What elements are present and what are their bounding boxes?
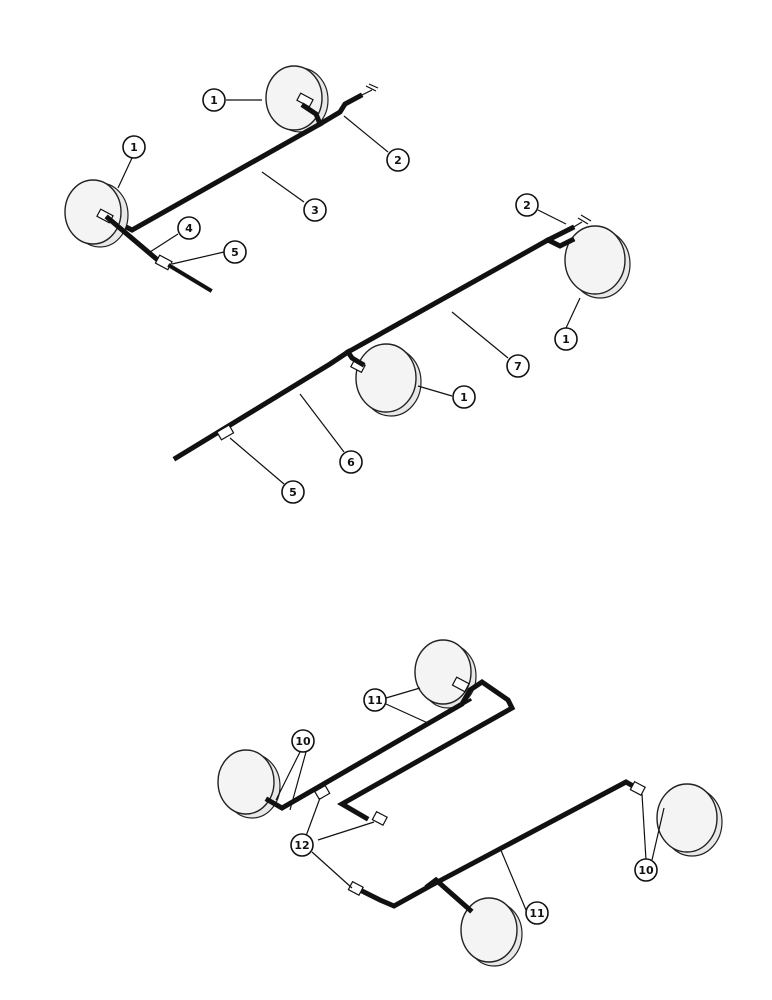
harness-11-upper-b xyxy=(279,697,473,811)
svg-text:1: 1 xyxy=(130,141,138,154)
callout-a1: 1 xyxy=(202,88,262,112)
svg-text:4: 4 xyxy=(185,222,193,235)
lamp-b-right xyxy=(564,225,631,299)
callout-c12: 12 xyxy=(290,797,375,889)
lamp-c-bottom xyxy=(460,897,523,967)
svg-text:10: 10 xyxy=(638,864,654,877)
svg-text:12: 12 xyxy=(294,839,309,852)
harness-7 xyxy=(344,236,576,356)
connector-12-a xyxy=(313,784,331,801)
connector-5-b xyxy=(216,424,235,441)
svg-text:2: 2 xyxy=(523,199,531,212)
lamp-b-center xyxy=(350,343,422,417)
svg-text:6: 6 xyxy=(347,456,355,469)
svg-text:5: 5 xyxy=(289,486,297,499)
harness-11-lower xyxy=(356,779,644,909)
svg-text:2: 2 xyxy=(394,154,402,167)
harness-3-branch xyxy=(316,92,364,128)
harness-7-center-drop xyxy=(344,348,366,368)
lamp-c-right xyxy=(656,783,723,857)
svg-text:7: 7 xyxy=(514,360,522,373)
harness-4 xyxy=(104,214,164,266)
svg-text:11: 11 xyxy=(367,694,382,707)
callout-b1: 1 xyxy=(554,297,581,351)
callout-a5: 5 xyxy=(171,240,247,265)
connector-12-b xyxy=(371,810,388,827)
callout-b7: 7 xyxy=(451,311,530,378)
harness-6 xyxy=(172,348,352,462)
assembly-b: 2 1 7 1 6 5 xyxy=(172,193,631,504)
connector-c-right xyxy=(629,780,646,797)
harness-7-drop xyxy=(544,224,576,244)
callout-c10: 10 xyxy=(275,729,315,811)
svg-text:5: 5 xyxy=(231,246,239,259)
assembly-a: 1 1 2 3 4 5 xyxy=(64,65,410,293)
lamp-c-top xyxy=(414,639,477,709)
svg-text:1: 1 xyxy=(210,94,218,107)
svg-text:11: 11 xyxy=(529,907,544,920)
ground-symbol-a xyxy=(359,83,379,97)
lamp-c-left xyxy=(217,749,281,819)
callout-b1c: 1 xyxy=(417,385,476,409)
lamp-a-rear xyxy=(265,65,329,133)
svg-text:1: 1 xyxy=(562,333,570,346)
assembly-c: 11 10 12 10 11 xyxy=(217,639,723,967)
svg-text:3: 3 xyxy=(311,204,319,217)
callout-c10b: 10 xyxy=(634,793,665,882)
connector-12-c xyxy=(347,880,364,897)
harness-4-tail xyxy=(167,263,213,293)
callout-a4: 4 xyxy=(149,216,201,253)
ground-symbol-b xyxy=(571,214,592,229)
callout-a1b: 1 xyxy=(117,135,146,189)
svg-text:1: 1 xyxy=(460,391,468,404)
lamp-a-front xyxy=(64,179,129,248)
callout-c11b: 11 xyxy=(499,847,549,925)
callout-a2: 2 xyxy=(343,115,410,172)
harness-11-lower-drop xyxy=(424,876,474,914)
callout-b2: 2 xyxy=(515,193,567,225)
callout-b6: 6 xyxy=(299,393,363,474)
callout-b5: 5 xyxy=(229,437,305,504)
callout-c11: 11 xyxy=(363,687,431,725)
svg-text:10: 10 xyxy=(295,735,311,748)
callout-a3: 3 xyxy=(261,171,327,222)
